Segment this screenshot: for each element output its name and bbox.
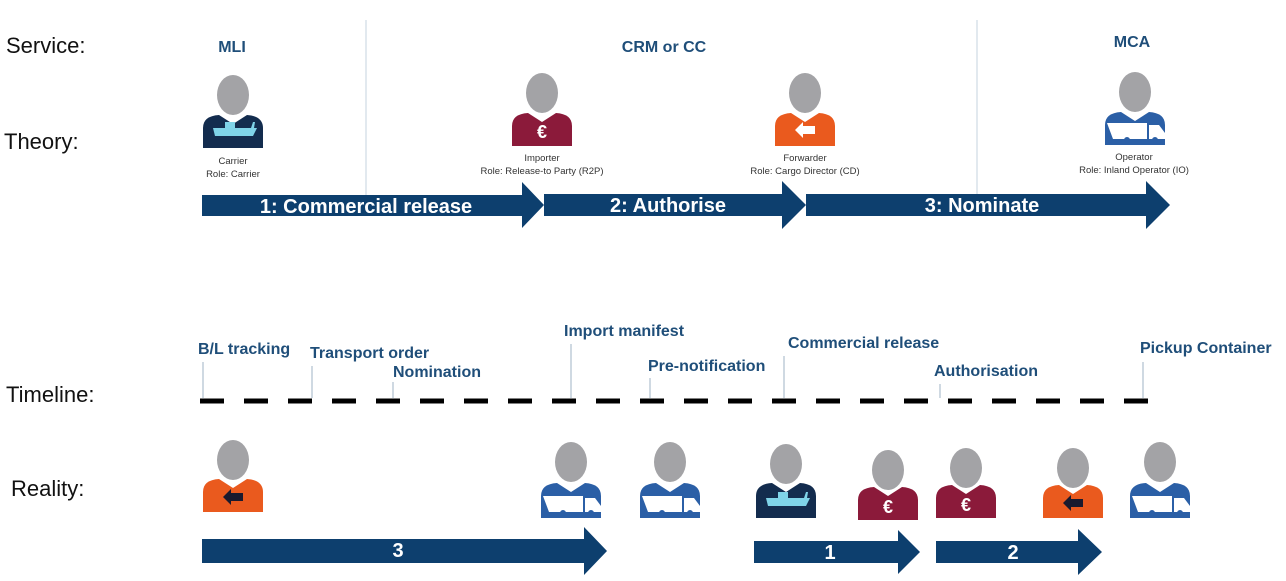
reality-arrow-3: 3: [202, 527, 607, 575]
carrier-role: Role: Carrier: [206, 169, 260, 180]
euro-symbol-icon: €: [537, 122, 547, 142]
reality-forwarder-icon: [203, 440, 263, 512]
reality-arrow-2-label: 2: [1007, 542, 1018, 564]
row-label-timeline: Timeline:: [6, 382, 94, 407]
operator-role: Role: Inland Operator (IO): [1079, 165, 1189, 176]
importer-name: Importer: [524, 153, 559, 164]
reality-forwarder-icon-2: [1043, 448, 1103, 518]
event-nomination: Nomination: [393, 364, 481, 381]
forwarder-role: Role: Cargo Director (CD): [750, 166, 859, 177]
operator-name: Operator: [1115, 152, 1153, 163]
carrier-name: Carrier: [218, 156, 247, 167]
row-label-service: Service:: [6, 33, 85, 58]
theory-arrow-nominate: 3: Nominate: [806, 181, 1170, 229]
reality-arrow-1-label: 1: [824, 542, 835, 564]
forwarder-name: Forwarder: [783, 153, 826, 164]
event-bl-tracking: B/L tracking: [198, 341, 290, 358]
theory-arrow-commercial-release: 1: Commercial release: [202, 182, 544, 228]
reality-importer-icon-2: €: [936, 448, 996, 518]
event-commercial-release: Commercial release: [788, 335, 939, 352]
operator-person-icon: [1105, 72, 1165, 145]
importer-role: Role: Release-to Party (R2P): [480, 166, 603, 177]
reality-carrier-icon: [756, 444, 816, 518]
reality-arrow-2: 2: [936, 529, 1102, 575]
reality-arrow-3-label: 3: [392, 540, 403, 562]
theory-arrow-authorise: 2: Authorise: [544, 181, 806, 229]
service-mli: MLI: [218, 39, 246, 56]
carrier-person-icon: [203, 75, 263, 148]
importer-person-icon: €: [512, 73, 572, 146]
event-transport-order: Transport order: [310, 345, 429, 362]
theory-arrow-1-label: 1: Commercial release: [260, 196, 472, 218]
event-pickup-container: Pickup Container: [1140, 340, 1272, 357]
forwarder-person-icon: [775, 73, 835, 146]
service-crm-or-cc: CRM or CC: [622, 39, 707, 56]
event-pre-notification: Pre-notification: [648, 358, 765, 375]
event-import-manifest: Import manifest: [564, 323, 685, 340]
euro-symbol-icon-3: €: [961, 495, 971, 515]
reality-operator-icon-1: [541, 442, 601, 518]
row-label-theory: Theory:: [4, 129, 79, 154]
reality-importer-icon-1: €: [858, 450, 918, 520]
event-authorisation: Authorisation: [934, 363, 1038, 380]
theory-arrow-3-label: 3: Nominate: [925, 195, 1039, 217]
theory-arrow-2-label: 2: Authorise: [610, 195, 726, 217]
service-mca: MCA: [1114, 34, 1151, 51]
row-label-reality: Reality:: [11, 476, 84, 501]
reality-operator-icon-2: [640, 442, 700, 518]
euro-symbol-icon-2: €: [883, 497, 893, 517]
reality-arrow-1: 1: [754, 530, 920, 574]
reality-operator-icon-3: [1130, 442, 1190, 518]
